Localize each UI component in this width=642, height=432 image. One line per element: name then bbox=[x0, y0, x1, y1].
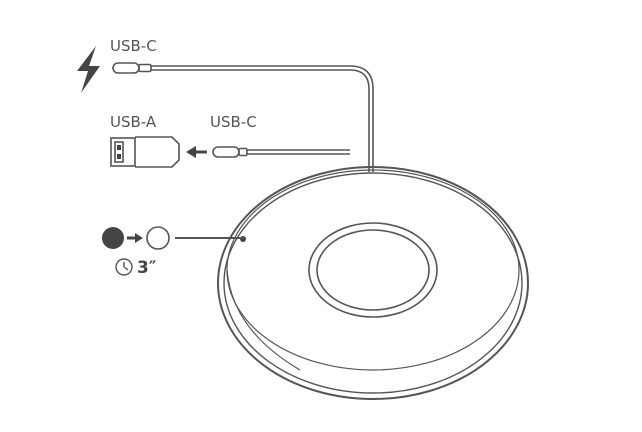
arrow-left-icon bbox=[186, 146, 207, 158]
lightning-bolt-icon bbox=[77, 46, 100, 93]
usb-c-top-label: USB-C bbox=[110, 37, 157, 55]
empty-circle-icon bbox=[146, 226, 170, 250]
mid-cable bbox=[247, 149, 350, 155]
charging-pad bbox=[217, 166, 529, 400]
filled-circle-icon bbox=[102, 227, 124, 249]
clock-icon bbox=[115, 258, 133, 276]
usb-a-connector bbox=[110, 136, 180, 168]
usb-c-mid-label: USB-C bbox=[210, 113, 257, 131]
usb-c-plug-top bbox=[112, 62, 152, 74]
top-cable bbox=[151, 65, 374, 172]
duration-label: 3″ bbox=[137, 258, 157, 278]
arrow-right-icon bbox=[127, 233, 143, 243]
usb-a-label: USB-A bbox=[110, 113, 157, 131]
usb-c-plug-mid bbox=[212, 146, 248, 158]
charging-coil bbox=[308, 222, 438, 318]
